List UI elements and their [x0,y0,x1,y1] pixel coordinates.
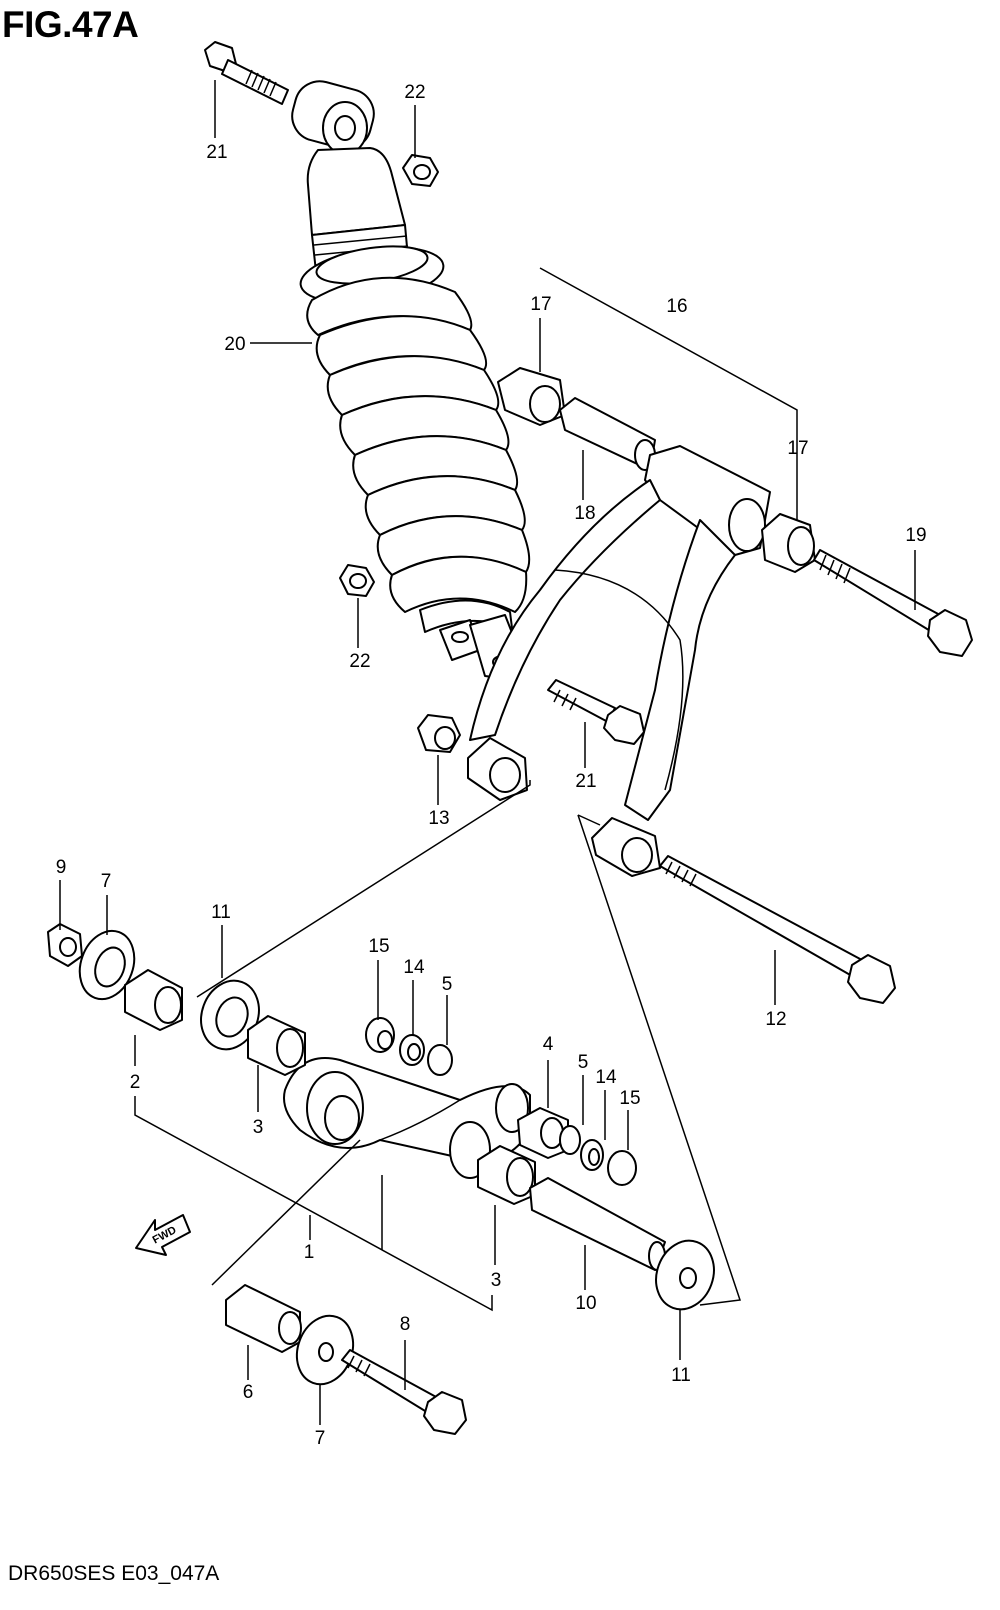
seal-15-left-part[interactable] [365,1017,395,1053]
nut-22-mid-part[interactable] [339,564,375,597]
bush-2-part[interactable] [124,969,183,1031]
callout-18: 18 [574,503,595,524]
callout-8: 8 [400,1314,411,1335]
washer-11-top-part[interactable] [192,973,269,1058]
nut-13-part[interactable] [417,714,461,753]
washer-14-left-part[interactable] [399,1034,425,1066]
washer-7-top-part[interactable] [71,923,144,1007]
callout-3-left: 3 [253,1117,264,1138]
bush-6-part[interactable] [225,1284,302,1353]
callout-12: 12 [765,1009,786,1030]
nut-22-top-part[interactable] [402,154,439,187]
collar-17-right-part[interactable] [761,513,816,573]
callout-17-right: 17 [787,438,808,459]
spacer-10-part[interactable] [529,1177,666,1271]
callout-10: 10 [575,1293,596,1314]
figure-title: FIG.47A [2,4,139,45]
circlip-5-left-part[interactable] [427,1044,453,1076]
callout-1: 1 [304,1242,315,1263]
washer-11-bottom-part[interactable] [647,1233,724,1318]
callout-3-right: 3 [491,1270,502,1291]
bearing-3-right-part[interactable] [477,1145,536,1205]
bolt-12-part[interactable] [659,855,896,1004]
callout-15-right: 15 [619,1088,640,1109]
figure-code: DR650SES E03_047A [8,1562,220,1585]
seal-15-right-part[interactable] [607,1150,637,1186]
shock-absorber-part[interactable] [287,76,531,679]
cushion-lever-16-part[interactable] [467,367,771,877]
bolt-21-top-part[interactable] [204,41,289,105]
callout-21-top: 21 [206,142,227,163]
bolt-21-mid-part[interactable] [547,679,645,745]
callout-17-top: 17 [530,294,551,315]
callout-7-top: 7 [101,871,112,892]
bearing-3-left-part[interactable] [247,1015,306,1076]
callout-22-top: 22 [404,82,425,103]
callout-11-top: 11 [211,902,231,923]
callout-20: 20 [224,334,245,355]
callout-11-bottom: 11 [671,1365,691,1386]
callout-16: 16 [666,296,687,317]
callout-5-left: 5 [442,974,453,995]
callout-14-left: 14 [403,957,425,978]
bolt-8-part[interactable] [341,1349,467,1435]
washer-14-right-part[interactable] [580,1139,604,1171]
leader-lines [59,80,916,1425]
circlip-5-right-part[interactable] [559,1125,581,1155]
callout-2: 2 [130,1072,141,1093]
callout-9: 9 [56,857,67,878]
callout-19: 19 [905,525,926,546]
callout-13: 13 [428,808,449,829]
nut-9-part[interactable] [47,923,83,967]
callout-5-right: 5 [578,1052,589,1073]
callout-labels: 21 22 20 22 17 16 17 18 19 21 13 9 7 11 … [56,82,927,1449]
callout-15-left: 15 [368,936,389,957]
callout-22-mid: 22 [349,651,370,672]
fwd-arrow-icon: FWD [135,1214,191,1256]
callout-6: 6 [243,1382,254,1403]
callout-7-bottom: 7 [315,1428,326,1449]
callout-14-right: 14 [595,1067,617,1088]
callout-21-mid: 21 [575,771,596,792]
bearing-4-part[interactable] [517,1107,569,1159]
callout-4: 4 [543,1034,554,1055]
bolt-19-part[interactable] [813,549,973,657]
